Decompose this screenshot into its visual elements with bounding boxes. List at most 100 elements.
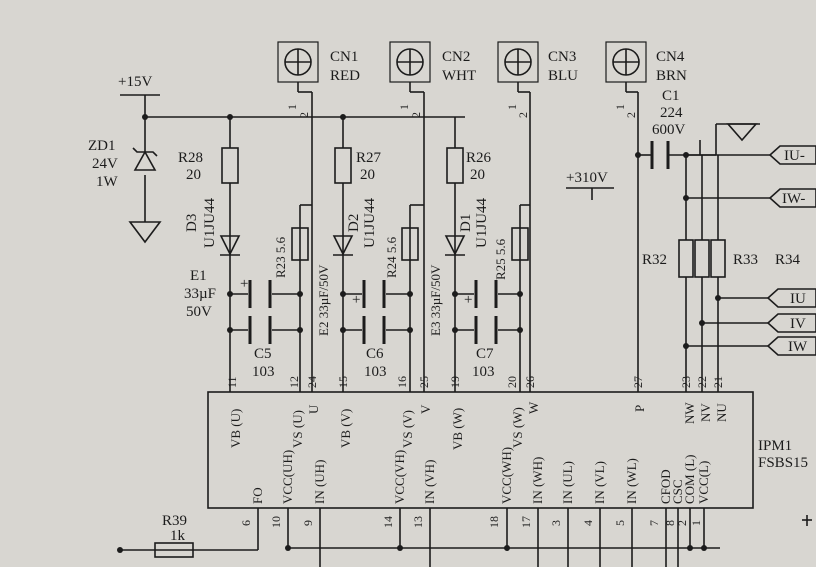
pin-3: 3: [549, 520, 563, 526]
resistor-r27: R27 20: [334, 147, 382, 184]
pin-1: 1: [689, 520, 703, 526]
e3-label: E3 33µF/50V: [428, 264, 443, 336]
r39-ref: R39: [162, 513, 187, 529]
c5-ref: C5: [254, 346, 272, 362]
diode-d1: D1 U1JU44: [444, 197, 490, 256]
r28-ref: R28: [178, 150, 203, 166]
port-iw-label: IW: [788, 339, 808, 355]
resistor-r33: R33: [694, 239, 758, 278]
pin-21: 21: [711, 376, 725, 388]
r23-label: R23 5.6: [273, 236, 288, 278]
resistor-r25: R25 5.6: [493, 227, 529, 280]
capacitor-c6: C6 103: [362, 316, 387, 380]
d1-ref: D1: [458, 214, 474, 232]
label-in-wh: IN (WH): [530, 457, 545, 504]
cn4-ref: CN4: [656, 49, 685, 65]
r24-label: R24 5.6: [384, 236, 399, 278]
cn2-color: WHT: [442, 68, 476, 84]
label-vs-w: VS (W): [510, 407, 525, 448]
e2-label: E2 33µF/50V: [316, 264, 331, 336]
pin-14: 14: [381, 516, 395, 528]
label-vcc-wh: VCC(WH): [499, 447, 514, 504]
r26-value: 20: [470, 167, 485, 183]
cn3-pin2: 2: [516, 112, 530, 118]
diode-d2: D2 U1JU44: [332, 197, 378, 256]
label-vb-v: VB (V): [338, 409, 353, 448]
port-iw: IW: [766, 336, 816, 356]
pin-2: 2: [675, 520, 689, 526]
e1-voltage: 50V: [186, 304, 212, 320]
capacitor-c5: C5 103: [248, 316, 275, 380]
r26-ref: R26: [466, 150, 492, 166]
cn4-pin1: 1: [613, 104, 627, 110]
resistor-r28: R28 20: [178, 147, 239, 184]
resistor-r32: R32: [642, 239, 694, 278]
ipm1-ref: IPM1: [758, 438, 792, 454]
pin-18: 18: [487, 516, 501, 528]
junction-dots: [117, 114, 721, 553]
label-in-vl: IN (VL): [592, 461, 607, 504]
r34-ref: R34: [775, 252, 801, 268]
capacitor-e1: + E1 33µF 50V: [184, 268, 272, 320]
label-p: P: [632, 405, 647, 412]
label-vb-u: VB (U): [228, 409, 243, 448]
capacitor-e2: + E2 33µF/50V: [316, 264, 386, 336]
r27-ref: R27: [356, 150, 382, 166]
pin-11: 11: [225, 376, 239, 388]
e1-plus: +: [240, 276, 248, 292]
connector-cn3: CN3 BLU 1 2: [497, 41, 578, 118]
d1-part: U1JU44: [474, 197, 490, 248]
port-iu: IU: [766, 288, 816, 308]
r28-value: 20: [186, 167, 201, 183]
pin-27: 27: [631, 376, 645, 388]
d3-ref: D3: [184, 214, 200, 232]
label-vcc-vh: VCC(VH): [392, 450, 407, 504]
pin-23: 23: [679, 376, 693, 388]
supply-310v-label: +310V: [566, 170, 608, 186]
pin-6: 6: [239, 520, 253, 526]
d2-ref: D2: [346, 214, 362, 232]
port-iu-label: IU: [790, 291, 806, 307]
connector-cn2: CN2 WHT 1 2: [389, 41, 476, 118]
cn3-color: BLU: [548, 68, 578, 84]
pin-7: 7: [647, 520, 661, 526]
label-vs-v: VS (V): [400, 410, 415, 448]
cn2-ref: CN2: [442, 49, 470, 65]
label-nu: NU: [714, 403, 729, 422]
label-w: W: [526, 401, 541, 414]
c5-value: 103: [252, 364, 275, 380]
d2-part: U1JU44: [362, 197, 378, 248]
resistor-r39: R39 1k: [154, 513, 194, 558]
r32-ref: R32: [642, 252, 667, 268]
port-iw-minus-label: IW-: [782, 191, 805, 207]
d3-part: U1JU44: [202, 197, 218, 248]
port-iu-minus-label: IU-: [784, 148, 805, 164]
c1-voltage: 600V: [652, 122, 686, 138]
label-vs-u: VS (U): [290, 410, 305, 448]
cn1-ref: CN1: [330, 49, 358, 65]
pin-12: 12: [287, 376, 301, 388]
port-iv-label: IV: [790, 316, 806, 332]
label-cfod: CFOD: [658, 469, 673, 504]
label-in-uh: IN (UH): [312, 460, 327, 504]
resistor-r24: R24 5.6: [384, 227, 419, 278]
pin-20: 20: [505, 376, 519, 388]
zener-zd1: ZD1 24V 1W: [88, 138, 158, 190]
port-iu-minus: IU-: [768, 145, 816, 165]
pin-26: 26: [523, 376, 537, 388]
resistor-r34: R34: [710, 239, 801, 278]
ipm1-module: IPM1 FSBS15 11 12 24 15 16 25 19 20 26 2…: [207, 376, 808, 528]
zd1-power: 1W: [96, 174, 119, 190]
pin-13: 13: [411, 516, 425, 528]
label-nw: NW: [682, 402, 697, 424]
ground-symbol: [128, 221, 162, 244]
label-u: U: [306, 404, 321, 414]
cn1-color: RED: [330, 68, 360, 84]
pin-19: 19: [448, 376, 462, 388]
pin-15: 15: [336, 376, 350, 388]
supply-15v-label: +15V: [118, 74, 152, 90]
r25-label: R25 5.6: [493, 238, 508, 280]
cn3-ref: CN3: [548, 49, 576, 65]
zd1-ref: ZD1: [88, 138, 116, 154]
pin-16: 16: [395, 376, 409, 388]
